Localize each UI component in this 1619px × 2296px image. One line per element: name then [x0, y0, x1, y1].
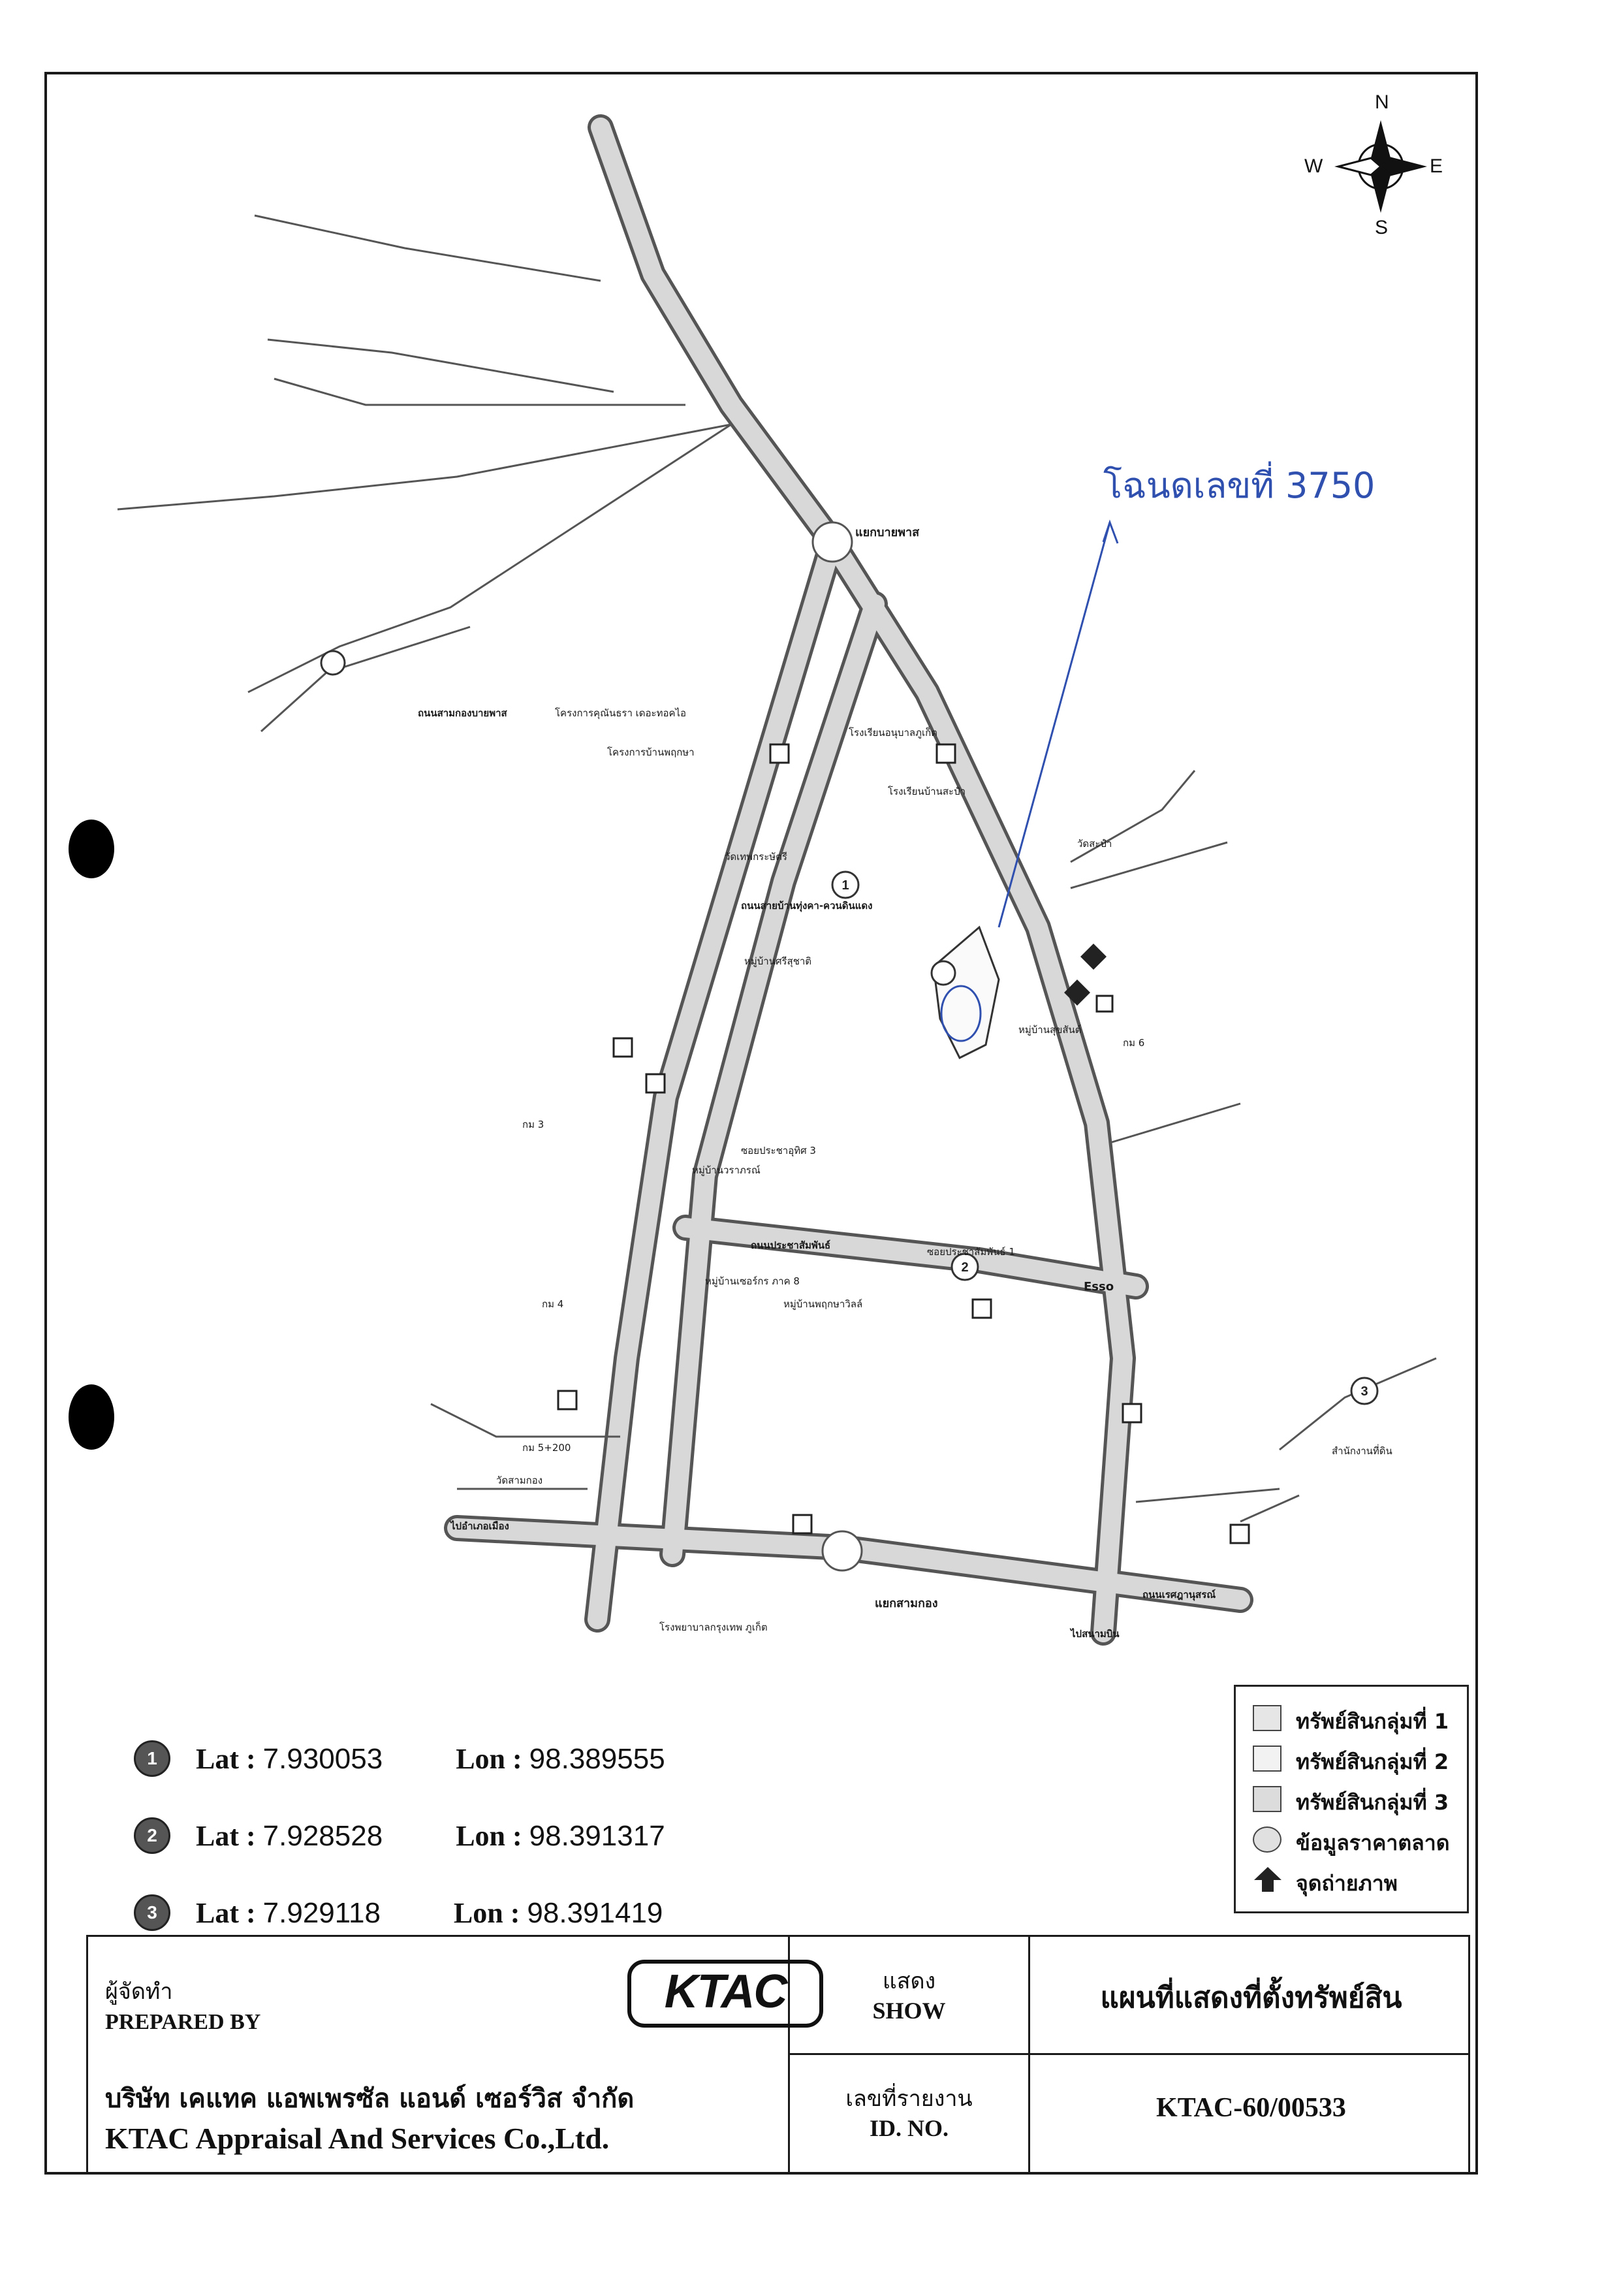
svg-text:3: 3 — [1360, 1384, 1368, 1399]
label-village-5: หมู่บ้านศรีสุชาติ — [744, 955, 812, 967]
point-3-marker: 3 — [134, 1894, 170, 1931]
label-project-2: โครงการบ้านพฤกษา — [607, 746, 695, 758]
label-to-airport: ไปสนามบิน — [1071, 1628, 1120, 1640]
legend-group-2: ทรัพย์สินกลุ่มที่ 2 — [1296, 1749, 1449, 1774]
point-3-lon: 98.391419 — [527, 1897, 663, 1929]
label-office: สำนักงานที่ดิน — [1332, 1445, 1392, 1457]
compass-w: W — [1304, 155, 1323, 177]
compass-n: N — [1375, 91, 1389, 113]
label-km-6: กม 6 — [1123, 1037, 1145, 1049]
photo-point-1 — [1080, 944, 1107, 970]
ktac-logo: KTAC — [627, 1960, 823, 2028]
map-markers — [320, 650, 1379, 1405]
title-block: ผู้จัดทำ PREPARED BY KTAC บริษัท เคแทค แ… — [86, 1935, 1470, 2174]
point-1-lat-label: Lat : — [196, 1743, 256, 1775]
label-village-2: หมู่บ้านสุขสันต์ — [1018, 1024, 1082, 1036]
company-name-en: KTAC Appraisal And Services Co.,Ltd. — [105, 2122, 610, 2155]
legend-photo-icon — [1254, 1867, 1281, 1892]
compass-s: S — [1375, 217, 1389, 238]
legend-market: ข้อมูลราคาตลาด — [1296, 1830, 1450, 1855]
point-1-coords: Lat : 7.930053 Lon : 98.389555 — [196, 1742, 665, 1776]
label-km-4: กม 4 — [542, 1298, 564, 1310]
side-roads — [117, 214, 1437, 1523]
label-soi-1: ซอยประชาสัมพันธ์ 1 — [927, 1246, 1015, 1258]
svg-text:1: 1 — [841, 878, 849, 893]
point-3-lat-label: Lat : — [196, 1897, 256, 1929]
legend-group-3-swatch — [1253, 1786, 1281, 1812]
legend-group-1-swatch — [1253, 1705, 1281, 1731]
prepared-by-th: ผู้จัดทำ — [105, 1979, 173, 2005]
map-legend: ทรัพย์สินกลุ่มที่ 1 ทรัพย์สินกลุ่มที่ 2 … — [1234, 1685, 1469, 1913]
report-label-en: ID. NO. — [869, 2115, 949, 2141]
label-road-prachasamphan: ถนนประชาสัมพันธ์ — [751, 1239, 831, 1251]
label-km-5200: กม 5+200 — [522, 1442, 571, 1454]
point-3-lon-label: Lon : — [453, 1897, 520, 1929]
road-west — [584, 529, 845, 1633]
photo-point-2 — [1064, 980, 1090, 1006]
point-2-coords: Lat : 7.928528 Lon : 98.391317 — [196, 1819, 665, 1853]
show-label-en: SHOW — [872, 1998, 946, 2024]
compass-rose — [1334, 120, 1427, 213]
label-esso: Esso — [1084, 1280, 1114, 1294]
label-km-3: กม 3 — [522, 1119, 544, 1130]
report-number: KTAC-60/00533 — [1156, 2093, 1346, 2123]
handwritten-note: โฉนดเลขที่ 3750 — [1103, 465, 1375, 506]
legend-photo: จุดถ่ายภาพ — [1296, 1871, 1398, 1896]
svg-text:2: 2 — [961, 1260, 968, 1275]
point-2-lon-label: Lon : — [456, 1820, 522, 1852]
map-icons — [557, 743, 1250, 1544]
label-hospital: โรงพยาบาลกรุงเทพ ภูเก็ต — [659, 1621, 768, 1633]
point-3-coords: Lat : 7.929118 Lon : 98.391419 — [196, 1896, 663, 1930]
punch-hole-bottom — [69, 1384, 114, 1450]
handwritten-arrow — [998, 522, 1111, 928]
label-village-3: หมู่บ้านวราภรณ์ — [692, 1164, 761, 1176]
point-2-marker: 2 — [134, 1817, 170, 1854]
property-parcel — [932, 925, 1000, 1060]
point-1-lon-label: Lon : — [456, 1743, 522, 1775]
label-junction-south: แยกสามกอง — [875, 1597, 938, 1610]
legend-market-icon — [1253, 1826, 1281, 1853]
junction-north-circle — [811, 521, 853, 563]
label-to-phuket: ไปอำเภอเมือง — [450, 1520, 509, 1532]
label-road-samakkee: ถนนสามกองบายพาส — [418, 707, 507, 719]
label-wat-3: วัดสามกอง — [496, 1475, 543, 1486]
legend-group-2-swatch — [1253, 1746, 1281, 1772]
label-school-1: โรงเรียนอนุบาลภูเก็ต — [849, 727, 937, 739]
point-2-lat: 7.928528 — [262, 1820, 383, 1852]
company-name-th: บริษัท เคแทค แอพเพรซัล แอนด์ เซอร์วิส จำ… — [105, 2083, 635, 2114]
label-soi-3: ซอยประชาอุทิศ 3 — [741, 1145, 816, 1156]
legend-group-3: ทรัพย์สินกลุ่มที่ 3 — [1296, 1790, 1449, 1815]
punch-hole-top — [69, 820, 114, 878]
label-village-4: หมู่บ้านพฤกษาวิลล์ — [783, 1298, 863, 1310]
prepared-by-en: PREPARED BY — [105, 2010, 261, 2034]
label-road-ratsada: ถนนเรศฎานุสรณ์ — [1142, 1589, 1216, 1601]
report-label-th: เลขที่รายงาน — [845, 2086, 973, 2112]
point-1-marker: 1 — [134, 1740, 170, 1777]
point-1-lat: 7.930053 — [262, 1743, 383, 1775]
compass-e: E — [1430, 155, 1443, 177]
map-title: แผนที่แสดงที่ตั้งทรัพย์สิน — [1100, 1981, 1402, 2015]
point-2-lat-label: Lat : — [196, 1820, 256, 1852]
junction-south-circle — [821, 1530, 863, 1572]
label-project-1: โครงการคุณันธรา เดอะทอคไอ — [555, 707, 687, 719]
label-wat-2: วัดเทพกระษัตรี — [725, 851, 787, 863]
label-wat-1: วัดสะปำ — [1077, 838, 1112, 850]
label-junction-north: แยกบายพาส — [855, 526, 920, 539]
label-road-bangkhu: ถนนสายบ้านทุ่งคา-ควนดินแดง — [741, 900, 873, 912]
point-2-lon: 98.391317 — [529, 1820, 665, 1852]
point-1-lon: 98.389555 — [529, 1743, 665, 1775]
point-3-lat: 7.929118 — [262, 1897, 381, 1929]
handwritten-circle — [940, 985, 982, 1042]
label-village-1: หมู่บ้านเซอร์กร ภาค 8 — [705, 1275, 800, 1287]
legend-group-1: ทรัพย์สินกลุ่มที่ 1 — [1296, 1709, 1449, 1734]
show-label-th: แสดง — [882, 1968, 936, 1994]
label-school-2: โรงเรียนบ้านสะปำ — [888, 786, 966, 797]
